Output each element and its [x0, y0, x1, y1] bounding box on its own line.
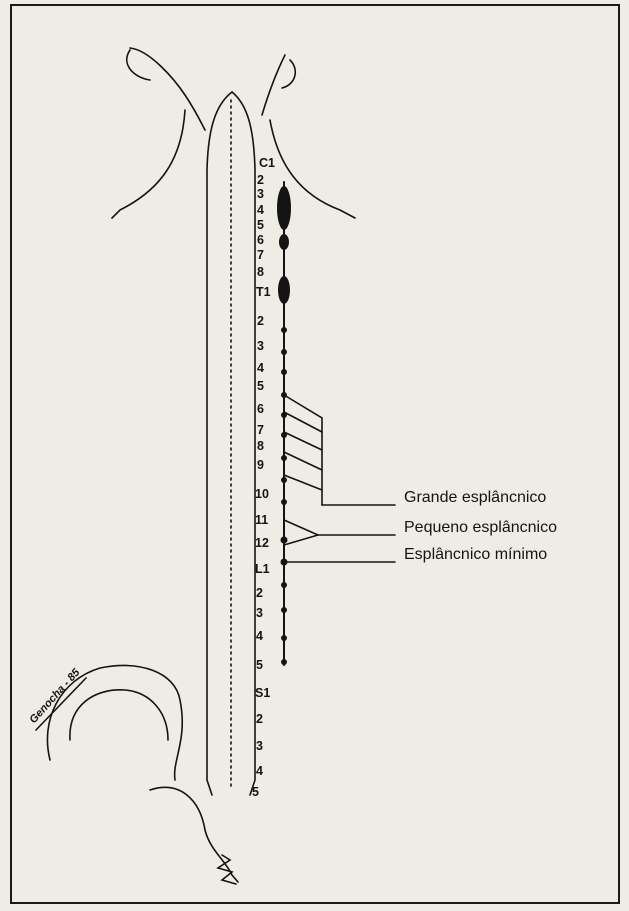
ganglion-cervical-middle: [279, 234, 289, 250]
level-label: T1: [256, 285, 271, 299]
level-label: 4: [257, 203, 264, 217]
ganglion: [281, 635, 287, 641]
ganglion: [281, 392, 287, 398]
ganglion: [281, 369, 287, 375]
artist-signature: Genocha - 85: [27, 666, 83, 726]
level-label: 2: [256, 586, 263, 600]
ganglion: [281, 582, 287, 588]
grande-branch-4: [284, 452, 322, 470]
level-label: 2: [257, 173, 264, 187]
level-label: C1: [259, 156, 275, 170]
level-label: 4: [257, 361, 264, 375]
level-label: 3: [257, 187, 264, 201]
head-outline-right: [262, 55, 285, 115]
ganglion: [281, 349, 287, 355]
level-label: 5: [257, 379, 264, 393]
level-label: 3: [256, 739, 263, 753]
grande-branch-5: [284, 475, 322, 490]
level-label: 11: [255, 513, 268, 527]
level-label: 6: [257, 402, 264, 416]
ganglion: [281, 607, 287, 613]
ganglion: [281, 659, 287, 665]
level-label: 5: [257, 218, 264, 232]
neck-left: [112, 110, 185, 218]
pelvis-outline-inner: [70, 690, 168, 740]
level-label: 10: [255, 487, 269, 501]
ear-right: [282, 60, 295, 88]
ganglion-stellate: [278, 276, 290, 304]
level-label: 4: [256, 764, 263, 778]
level-label: 12: [255, 536, 269, 550]
ganglion: [281, 432, 287, 438]
level-label: 2: [256, 712, 263, 726]
level-label: 6: [257, 233, 264, 247]
ganglion: [281, 412, 287, 418]
ganglion: [281, 537, 288, 544]
spinal-column-right: [232, 92, 255, 795]
spinal-column-left: [207, 92, 232, 795]
level-label: L1: [255, 562, 270, 576]
level-label: 7: [257, 423, 264, 437]
ganglion: [281, 559, 288, 566]
label-pequeno-esplancnico: Pequeno esplâncnico: [404, 519, 557, 536]
grande-branch-3: [284, 432, 322, 450]
pequeno-branch: [284, 520, 318, 545]
level-label: 5: [256, 658, 263, 672]
level-label: 5: [252, 785, 259, 799]
label-esplancnico-minimo: Esplâncnico mínimo: [404, 546, 547, 563]
level-label: 2: [257, 314, 264, 328]
head-outline: [130, 48, 205, 130]
ganglion: [281, 477, 287, 483]
level-label: S1: [255, 686, 270, 700]
label-grande-esplancnico: Grande esplâncnico: [404, 489, 546, 506]
level-label: 3: [257, 339, 264, 353]
level-label: 8: [257, 439, 264, 453]
level-label: 7: [257, 248, 264, 262]
level-label: 9: [257, 458, 264, 472]
ganglion: [281, 499, 287, 505]
level-label: 4: [256, 629, 263, 643]
ganglion: [281, 455, 287, 461]
level-label: 3: [256, 606, 263, 620]
level-label: 8: [257, 265, 264, 279]
ganglion-cervical-superior: [277, 186, 291, 230]
ganglion: [281, 327, 287, 333]
sacrum-tail: [150, 787, 238, 882]
